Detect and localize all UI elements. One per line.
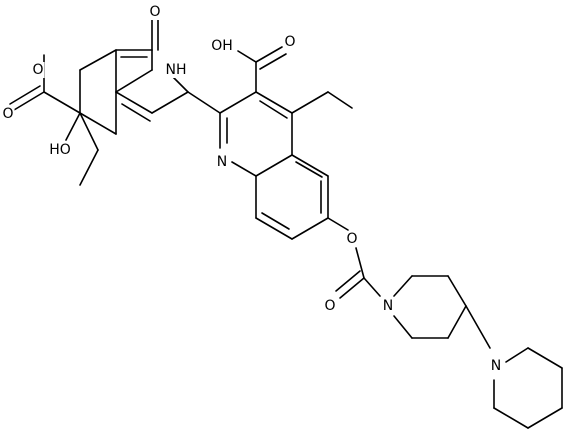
bond	[363, 277, 381, 297]
bond	[393, 275, 413, 297]
bond	[65, 112, 81, 141]
atom-label-backdrop	[323, 298, 337, 314]
bond	[255, 154, 293, 177]
atom-label-backdrop	[48, 142, 72, 158]
bond	[9, 85, 41, 105]
bond	[255, 46, 283, 63]
atom-label-ring-oxygen: O	[32, 62, 43, 78]
bond	[327, 217, 349, 231]
atom-label-acid-oxygen: O	[284, 34, 295, 50]
bond	[291, 154, 329, 177]
atom-label-lactam-oxygen: O	[149, 4, 160, 20]
bond	[231, 161, 257, 177]
bond	[465, 305, 491, 349]
bond	[237, 50, 257, 63]
bond	[505, 347, 529, 363]
atom-label-backdrop	[148, 4, 162, 20]
bond	[187, 91, 221, 114]
atom-label-backdrop	[345, 231, 359, 247]
bond	[121, 103, 151, 122]
bond	[79, 149, 99, 186]
atom-label-backdrop	[489, 358, 503, 374]
bond	[527, 347, 563, 369]
bond	[43, 91, 81, 114]
bond	[259, 53, 287, 70]
atom-label-lactone-oxygen: O	[2, 106, 13, 122]
atom-label-backdrop	[31, 62, 45, 78]
atom-label-quinoline-n: N	[217, 154, 227, 170]
atom-label-backdrop	[1, 106, 15, 122]
bond	[291, 91, 329, 114]
atom-label-piperidine-n2: N	[491, 358, 501, 374]
bond	[447, 305, 467, 339]
bond	[255, 91, 293, 114]
bond	[79, 112, 99, 151]
bond	[447, 275, 467, 307]
bond	[13, 91, 45, 111]
bond	[493, 407, 529, 429]
bond	[255, 217, 293, 240]
bond	[261, 212, 290, 230]
atom-label-backdrop	[164, 62, 188, 78]
bond-layer	[9, 19, 563, 429]
atom-label-piperidine-n1: N	[383, 298, 393, 314]
bond	[327, 91, 353, 109]
bond	[355, 247, 365, 279]
atom-label-layer: O NH O O HO O OH N O O N N	[1, 4, 503, 374]
bond	[259, 100, 288, 119]
atom-label-hydroxyl: HO	[49, 142, 71, 158]
bond	[171, 75, 189, 93]
bond	[219, 91, 257, 114]
atom-label-backdrop	[210, 38, 234, 54]
atom-label-lactam-nh: NH	[166, 62, 187, 78]
bond	[527, 407, 563, 429]
atom-label-backdrop	[283, 34, 297, 50]
bond	[151, 91, 189, 114]
atom-label-acid-hydroxyl: OH	[211, 38, 233, 54]
bond	[291, 217, 329, 240]
atom-label-backdrop	[215, 154, 229, 170]
atom-label-carbonyl-oxygen: O	[324, 298, 335, 314]
bond	[115, 69, 153, 93]
bond	[339, 277, 365, 299]
bond	[335, 270, 361, 292]
bond	[79, 49, 117, 71]
atom-label-ester-oxygen: O	[346, 231, 357, 247]
bond	[79, 112, 117, 135]
bond	[295, 161, 323, 178]
atom-label-backdrop	[381, 298, 395, 314]
bond	[115, 91, 153, 114]
bond	[393, 315, 413, 339]
